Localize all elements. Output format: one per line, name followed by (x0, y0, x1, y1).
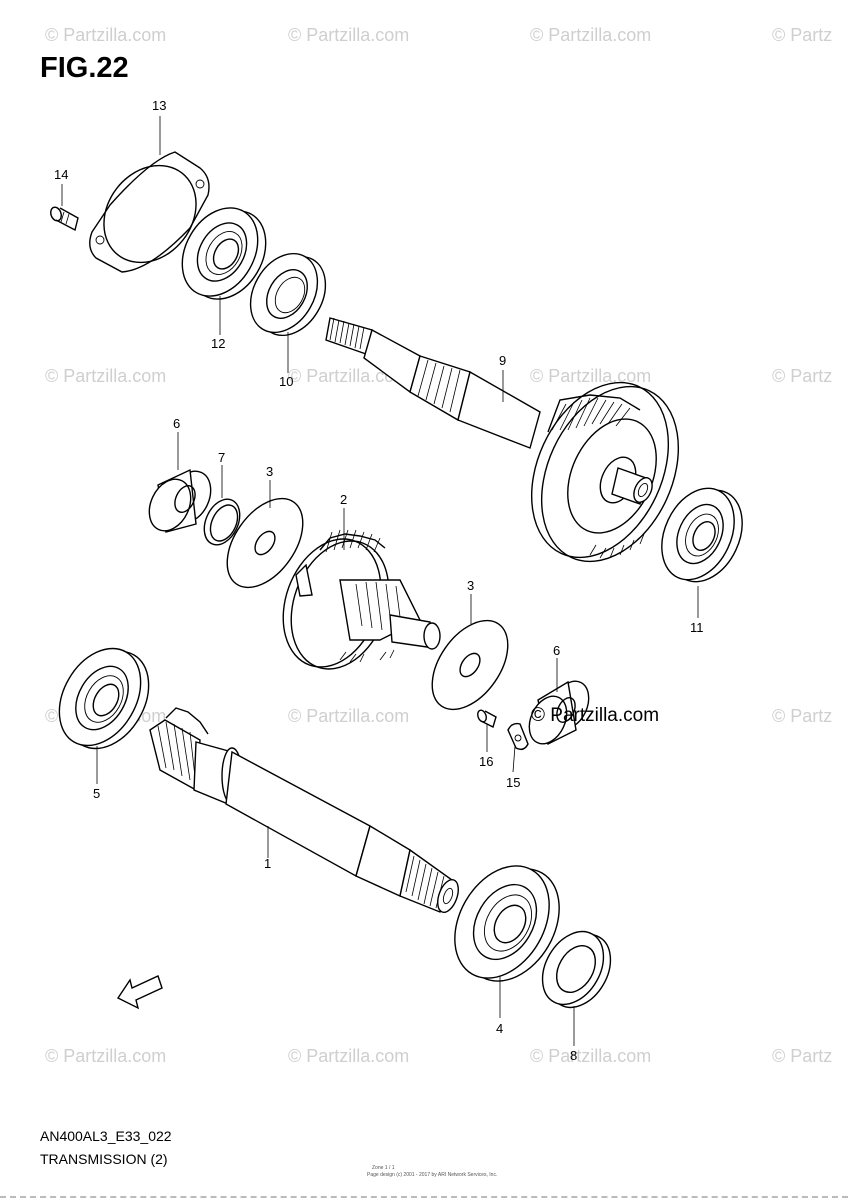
watermark: © Partz (772, 366, 833, 386)
callout-1[interactable]: 1 (264, 856, 272, 871)
callout-3[interactable]: 3 (467, 578, 475, 593)
callout-10[interactable]: 10 (279, 374, 294, 389)
callout-2[interactable]: 2 (340, 492, 348, 507)
watermark: © Partzilla.com (45, 1046, 167, 1066)
callout-4[interactable]: 4 (496, 1021, 504, 1036)
part-3-washer[interactable] (212, 485, 319, 601)
part-4-bearing[interactable] (436, 849, 579, 998)
forward-direction-arrow (116, 975, 163, 1010)
watermark-strong: © Partzilla.com (531, 705, 660, 726)
leader-lines (61, 116, 699, 1046)
callout-13[interactable]: 13 (152, 98, 167, 113)
callout-16[interactable]: 16 (479, 754, 494, 769)
watermark: © Partzilla.com (45, 25, 167, 45)
footer-copyright: Page design (c) 2001 - 2017 by ARI Netwo… (367, 1172, 498, 1178)
part-14-bolt[interactable] (49, 206, 79, 232)
callout-15[interactable]: 15 (506, 775, 521, 790)
watermark: © Partzilla.com (45, 366, 167, 386)
figure-title: FIG.22 (40, 52, 129, 84)
watermark: © Partzilla.com (530, 1046, 652, 1066)
diagram-subtitle: TRANSMISSION (2) (40, 1151, 168, 1167)
callout-14[interactable]: 14 (54, 167, 69, 182)
watermark: © Partz (772, 25, 833, 45)
callout-6[interactable]: 6 (173, 416, 181, 431)
callout-6[interactable]: 6 (553, 643, 561, 658)
part-2-gear[interactable] (266, 525, 441, 683)
diagram-code: AN400AL3_E33_022 (40, 1128, 172, 1144)
watermark: © Partzilla.com (288, 706, 410, 726)
part-16-bolt[interactable] (476, 709, 497, 728)
watermark: © Partz (772, 1046, 833, 1066)
part-10-oil-seal[interactable] (237, 242, 339, 348)
part-1-input-shaft[interactable] (149, 707, 462, 915)
part-5-bearing[interactable] (43, 634, 165, 763)
part-15-stopper[interactable] (507, 722, 529, 751)
callout-7[interactable]: 7 (218, 450, 226, 465)
part-13-gasket[interactable] (85, 147, 215, 281)
part-12-bearing[interactable] (167, 194, 281, 312)
watermark: © Partzilla.com (530, 25, 652, 45)
part-8-oil-seal[interactable] (530, 921, 623, 1019)
watermark: © Partzilla.com (288, 25, 410, 45)
footer-zone: Zone 1 / 1 (372, 1165, 395, 1171)
callout-5[interactable]: 5 (93, 786, 101, 801)
callout-3[interactable]: 3 (266, 464, 274, 479)
watermark: © Partzilla.com (288, 1046, 410, 1066)
part-6-needle-bearing[interactable] (522, 675, 596, 750)
part-3-washer[interactable] (417, 607, 524, 723)
page-bottom-rule (0, 1196, 848, 1198)
callout-11[interactable]: 11 (690, 620, 704, 635)
callout-12[interactable]: 12 (211, 336, 226, 351)
watermark: © Partzilla.com (288, 366, 410, 386)
watermark: © Partz (772, 706, 833, 726)
callout-8[interactable]: 8 (570, 1048, 578, 1063)
part-9-output-shaft[interactable] (325, 317, 705, 584)
part-7-circlip[interactable] (197, 493, 246, 550)
watermark: © Partzilla.com (530, 366, 652, 386)
part-11-bearing[interactable] (648, 477, 756, 594)
part-6-needle-bearing[interactable] (141, 464, 218, 537)
callout-9[interactable]: 9 (499, 353, 507, 368)
